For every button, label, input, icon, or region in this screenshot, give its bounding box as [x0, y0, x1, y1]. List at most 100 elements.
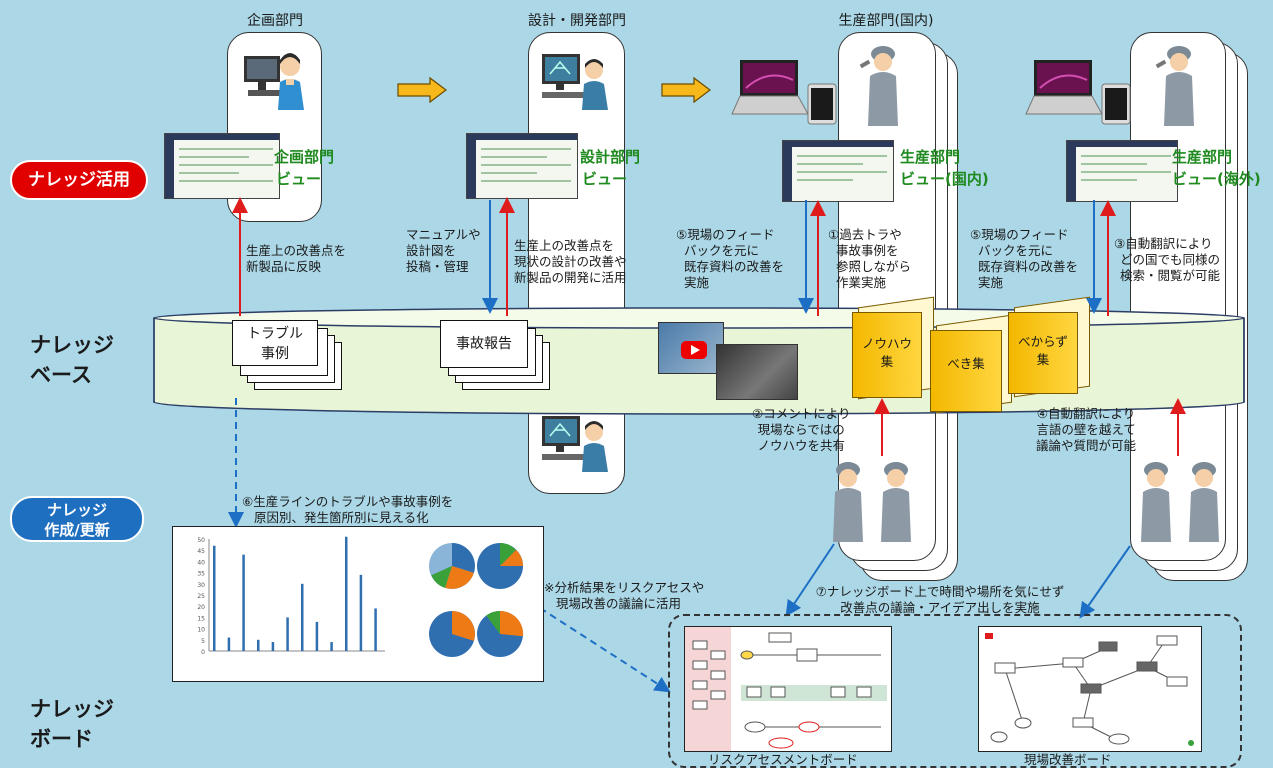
note-4-line2: 言語の壁を越えて [1036, 422, 1136, 437]
trouble-card-line1: トラブル [247, 326, 303, 342]
knowledge-board-label: ナレッジ ボード [30, 694, 114, 754]
domestic-view-line1: 生産部門 [900, 148, 961, 166]
note-3: ③自動翻訳により どの国でも同様の 検索・閲覧が可能 [1114, 236, 1220, 284]
office-worker-pc-icon [244, 53, 304, 110]
bar [242, 554, 245, 651]
note-6-line1: ⑥生産ラインのトラブルや事故事例を [242, 494, 454, 509]
note-7-line2: 改善点の議論・アイデア出しを実施 [840, 600, 1040, 615]
bekarazu-line2: 集 [1036, 352, 1050, 367]
dept-design-label: 設計・開発部門 [528, 13, 626, 29]
note-5o-line4: 実施 [978, 275, 1004, 290]
note-5d-line4: 実施 [684, 275, 710, 290]
knowledge-board-line1: ナレッジ [30, 697, 114, 721]
note-design-post-line2: 設計図を [406, 243, 457, 258]
video-thumbnail[interactable] [658, 322, 724, 374]
factory-worker-icon-overseas [1155, 46, 1194, 126]
bekarazu-book: べからず 集 [1008, 312, 1078, 394]
note-design-use-line1: 生産上の改善点を [514, 238, 615, 253]
bar [213, 545, 216, 651]
bar [374, 608, 377, 651]
note-design-use: 生産上の改善点を 現状の設計の改善や 新製品の開発に活用 [514, 238, 627, 286]
note-1-line2: 事故事例を [836, 243, 899, 258]
y-tick-label: 40 [197, 559, 205, 566]
note-5-overseas: ⑤現場のフィード バックを元に 既存資料の改善を 実施 [970, 227, 1078, 291]
y-tick-label: 35 [197, 571, 205, 578]
y-tick-label: 45 [197, 548, 205, 555]
note-2: ②コメントにより 現場ならではの ノウハウを共有 [752, 406, 850, 454]
design-view-label: 設計部門 ビュー [580, 146, 640, 190]
note-5o-line2: バックを元に [978, 243, 1054, 258]
boards-dashed-frame [668, 614, 1242, 768]
y-tick-label: 5 [201, 638, 205, 645]
note-analysis: ※分析結果をリスクアセスや 現場改善の議論に活用 [544, 580, 704, 612]
factory-workers-icon-overseas [1141, 462, 1219, 542]
designer-pc-icon [542, 54, 608, 110]
overseas-view-label: 生産部門 ビュー(海外) [1172, 146, 1261, 190]
note-4-line3: 議論や質問が可能 [1036, 438, 1137, 453]
note-2-line3: ノウハウを共有 [757, 438, 845, 453]
y-tick-label: 30 [197, 582, 205, 589]
note-1-line3: 参照しながら [836, 259, 912, 274]
bekarazu-line1: べからず [1018, 334, 1068, 349]
beki-book: べき集 [930, 330, 1002, 412]
knowledge-create-line2: 作成/更新 [44, 521, 110, 539]
risk-assessment-board[interactable] [684, 626, 892, 752]
note-design-post: マニュアルや 設計図を 投稿・管理 [406, 227, 481, 275]
risk-board-label: リスクアセスメントボード [708, 752, 858, 767]
note-design-post-line3: 投稿・管理 [406, 259, 469, 274]
note-2-line1: ②コメントにより [752, 406, 851, 421]
knowledge-base-label: ナレッジ ベース [30, 330, 114, 390]
y-tick-label: 15 [197, 615, 205, 622]
bar [271, 642, 275, 651]
trouble-card-line2: 事例 [261, 346, 289, 362]
knowledge-base-line2: ベース [30, 363, 92, 387]
bar [301, 583, 304, 651]
note-6: ⑥生産ラインのトラブルや事故事例を 原因別、発生箇所別に見える化 [242, 494, 453, 526]
bar [227, 637, 231, 651]
designer-pc-icon-2 [542, 416, 608, 472]
note-6-line2: 原因別、発生箇所別に見える化 [254, 510, 429, 525]
note-1-line4: 作業実施 [836, 275, 887, 290]
dept-domestic-label: 生産部門(国内) [838, 13, 934, 29]
bar [315, 621, 319, 651]
pie-chart-4 [477, 610, 524, 657]
planning-view-line1: 企画部門 [274, 148, 335, 166]
knowledge-use-badge: ナレッジ活用 [10, 160, 148, 200]
pie-chart-2 [477, 543, 523, 589]
planning-view-line2: ビュー [276, 170, 322, 188]
domestic-view-label: 生産部門 ビュー(国内) [900, 146, 989, 190]
bar [286, 617, 289, 651]
laptop-tablet-icon [731, 60, 837, 125]
note-1-line1: ①過去トラや [828, 227, 902, 242]
note-planning-feedback: 生産上の改善点を 新製品に反映 [246, 243, 346, 275]
accident-report-card: 事故報告 [440, 320, 528, 368]
video-thumbnail-2[interactable] [716, 344, 798, 400]
factory-workers-icon [833, 462, 911, 542]
play-icon [681, 341, 707, 359]
overseas-view-line1: 生産部門 [1172, 148, 1233, 166]
factory-worker-icon [859, 46, 898, 126]
y-tick-label: 25 [197, 593, 205, 600]
y-tick-label: 50 [197, 537, 205, 544]
note-analysis-line2: 現場改善の議論に活用 [556, 596, 682, 611]
note-3-line1: ③自動翻訳により [1114, 236, 1213, 251]
improvement-board-label: 現場改善ボード [1024, 752, 1112, 767]
trouble-case-card: トラブル 事例 [232, 320, 318, 366]
note-5d-line2: バックを元に [684, 243, 760, 258]
site-improvement-board[interactable] [978, 626, 1202, 752]
note-design-use-line2: 現状の設計の改善や [514, 254, 627, 269]
note-3-line3: 検索・閲覧が可能 [1120, 268, 1221, 283]
bar [257, 639, 260, 651]
pie-chart-3 [429, 611, 475, 657]
risk-flow-diagram [692, 632, 881, 749]
y-tick-label: 10 [197, 627, 205, 634]
note-analysis-line1: ※分析結果をリスクアセスや [544, 580, 705, 595]
design-view-line1: 設計部門 [580, 148, 641, 166]
note-1: ①過去トラや 事故事例を 参照しながら 作業実施 [828, 227, 911, 291]
y-tick-label: 20 [197, 604, 205, 611]
knowledge-create-badge: ナレッジ 作成/更新 [10, 496, 144, 542]
knowledge-board-line2: ボード [30, 727, 93, 751]
y-tick-label: 0 [201, 649, 205, 656]
